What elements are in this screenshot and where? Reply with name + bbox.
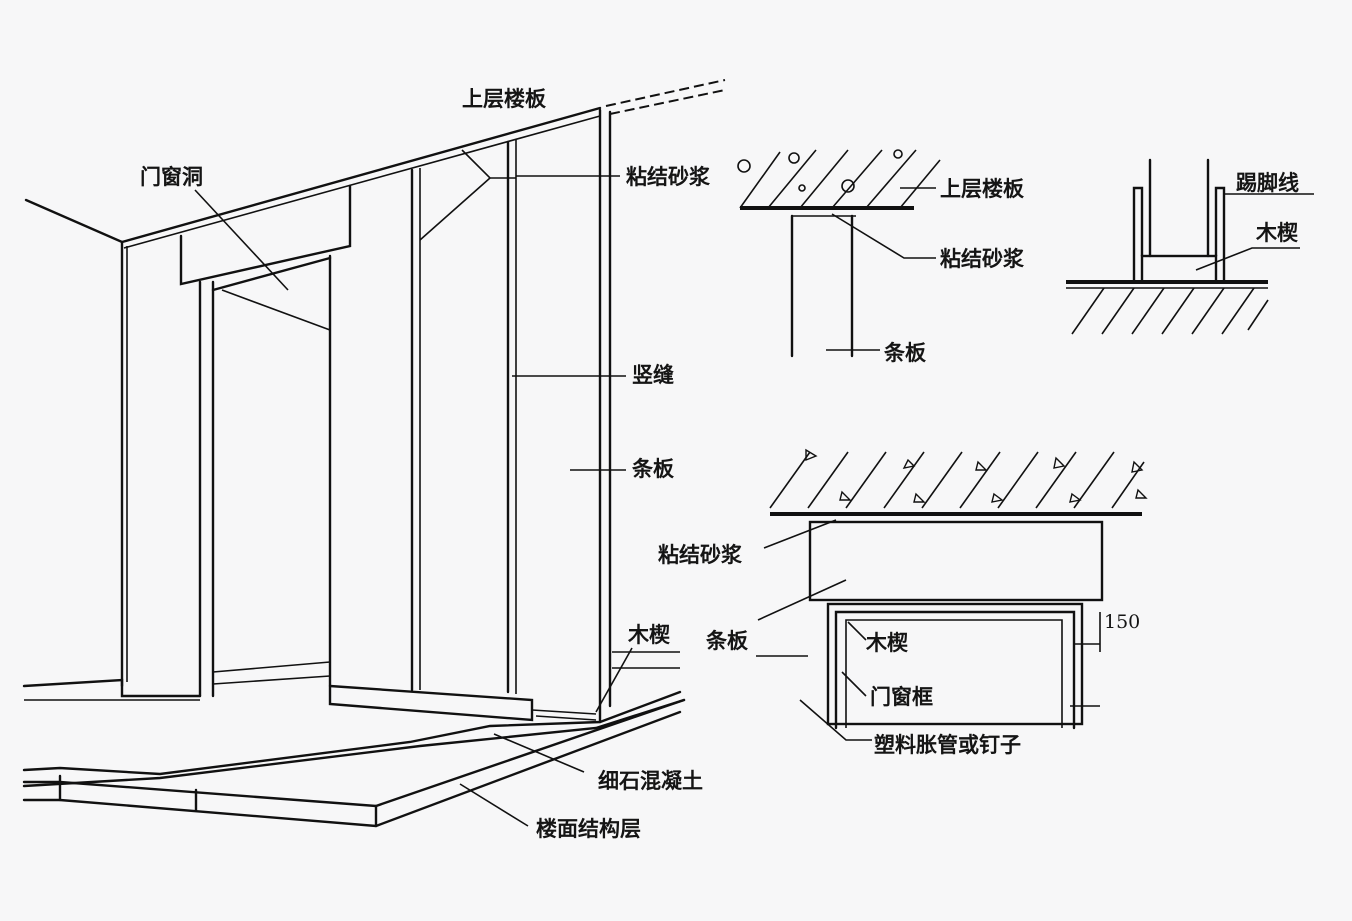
- d3-aggregate: [805, 448, 1148, 503]
- label-fine-concrete: 细石混凝土: [598, 769, 703, 793]
- ceiling-line: [24, 106, 602, 244]
- floor-slab-top: [22, 698, 686, 808]
- label-d3-panel: 条板: [706, 629, 749, 653]
- slab-dashed-top: [605, 79, 726, 107]
- d3-leader-frame: [841, 671, 867, 697]
- wall-base-front: [531, 709, 597, 715]
- d3-leader-nail: [799, 699, 872, 741]
- fine-concrete-bottom: [22, 698, 686, 788]
- d3-frame-inner-2: [845, 619, 1063, 728]
- main-leaders: [194, 149, 633, 827]
- label-door-opening: 门窗洞: [140, 165, 203, 189]
- left-floor-line: [22, 678, 202, 698]
- d2-leader-wedge: [1195, 247, 1300, 271]
- label-d2-skirting: 踢脚线: [1236, 171, 1299, 195]
- label-vertical-joint: 竖缝: [632, 363, 674, 387]
- ceiling-underside: [123, 115, 601, 249]
- d1-aggregate: [737, 149, 903, 193]
- d3-leader-wedge: [847, 621, 867, 641]
- d2-hatch: [1071, 287, 1269, 335]
- label-d3-wedge: 木楔: [865, 631, 908, 655]
- leader-floor-structure: [459, 783, 529, 827]
- label-wood-wedge: 木楔: [627, 623, 670, 647]
- door-threshold: [212, 661, 331, 673]
- label-d3-dim: 150: [1104, 611, 1140, 633]
- d1-leader-mortar: [831, 213, 936, 259]
- d3-frame-inner: [834, 610, 1076, 730]
- label-d1-floor: 上层楼板: [940, 177, 1025, 201]
- d3-frame-outer: [826, 602, 1084, 726]
- detail-3-opening: [756, 448, 1148, 741]
- door-threshold-2: [212, 675, 331, 685]
- d3-leader-panel: [757, 579, 847, 621]
- wall-base: [328, 684, 534, 722]
- d2-skirt-right: [1214, 186, 1226, 284]
- detail-2-skirting: [1066, 158, 1314, 335]
- label-d3-mortar: 粘结砂浆: [658, 543, 743, 567]
- label-bond-mortar: 粘结砂浆: [626, 165, 711, 189]
- fine-concrete-top: [22, 690, 682, 776]
- door-head: [211, 256, 332, 292]
- main-perspective: [22, 79, 726, 828]
- label-upper-floor: 上层楼板: [462, 87, 547, 111]
- label-d3-frame: 门窗框: [870, 685, 933, 709]
- label-d1-mortar: 粘结砂浆: [940, 247, 1025, 271]
- slab-dashed-bottom: [609, 89, 726, 115]
- leader-door-opening-2: [221, 289, 331, 331]
- label-floor-structure: 楼面结构层: [536, 817, 641, 841]
- label-d1-panel: 条板: [884, 341, 927, 365]
- label-strip-panel: 条板: [632, 457, 675, 481]
- d1-hatch: [739, 149, 941, 209]
- wedge-gap-lines: [535, 715, 597, 721]
- label-d3-nail: 塑料胀管或钉子: [874, 733, 1021, 757]
- label-d2-wedge: 木楔: [1255, 221, 1298, 245]
- floor-slab-bottom: [22, 710, 682, 828]
- leader-door-opening: [194, 189, 289, 291]
- labels: 上层楼板 门窗洞 粘结砂浆 竖缝 条板 木楔 细石混凝土 楼面结构层 上层楼板 …: [140, 87, 1299, 841]
- d3-hatch: [769, 451, 1145, 509]
- d2-skirt-left: [1132, 186, 1144, 284]
- d2-wedge: [1140, 254, 1218, 284]
- leader-bond-mortar-2: [419, 177, 491, 241]
- d3-leader-mortar: [763, 519, 837, 549]
- detail-1-ceiling-joint: [737, 149, 941, 358]
- leader-wood-wedge: [595, 647, 633, 713]
- leader-fine-concrete: [493, 733, 585, 773]
- d3-lintel-panel: [808, 520, 1104, 602]
